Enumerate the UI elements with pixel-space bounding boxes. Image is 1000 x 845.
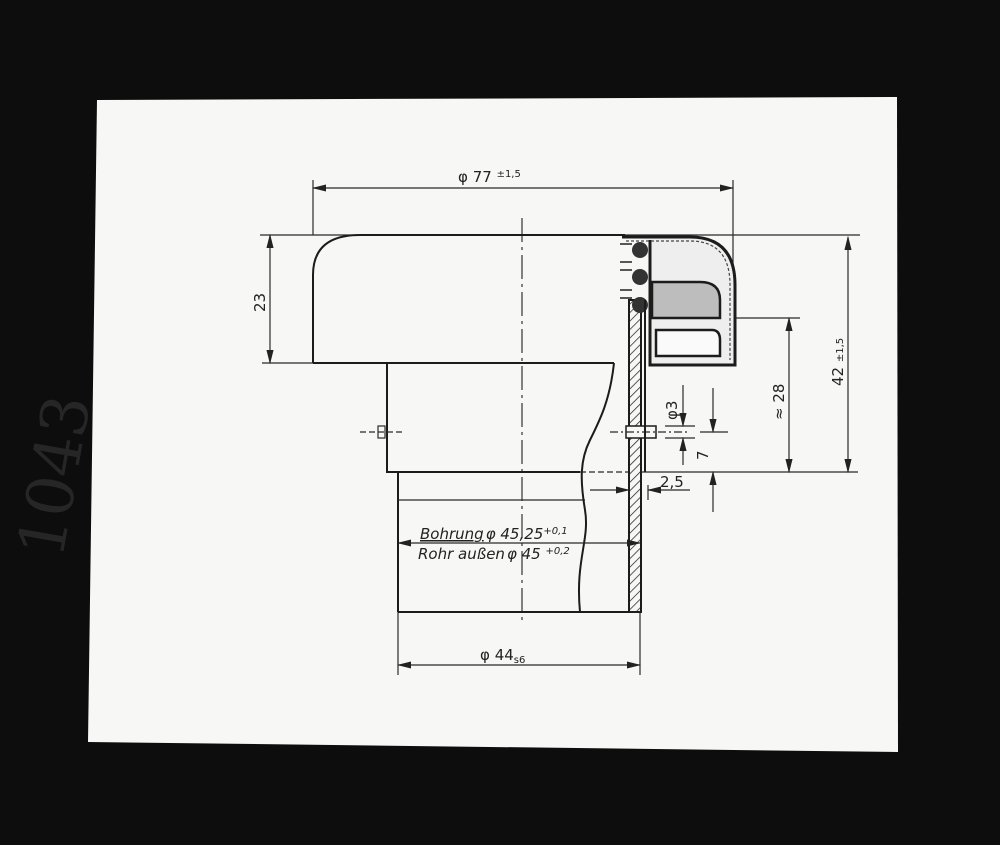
body-outline xyxy=(386,363,580,473)
handwritten-number: 1043 xyxy=(5,390,106,563)
seal-section xyxy=(620,235,737,472)
dim-seal-height: ≈ 28 xyxy=(770,384,788,420)
dim-cap-height: 23 xyxy=(251,293,269,312)
break-line xyxy=(578,362,615,613)
dimension-lines xyxy=(266,184,852,669)
dim-outer-diameter: φ 77 ±1,5 xyxy=(458,168,521,186)
cap-outline xyxy=(312,234,625,363)
dim-inner-diameter: φ 44s6 xyxy=(480,646,525,666)
hatched-wall xyxy=(628,299,642,613)
pin-mark xyxy=(360,425,405,439)
dim-wall-thickness: 2,5 xyxy=(660,473,684,491)
dim-total-height: 42 ±1,5 xyxy=(829,338,847,386)
dim-hole-offset: 7 xyxy=(694,450,712,460)
dim-hole-diameter: φ3 xyxy=(663,401,681,420)
